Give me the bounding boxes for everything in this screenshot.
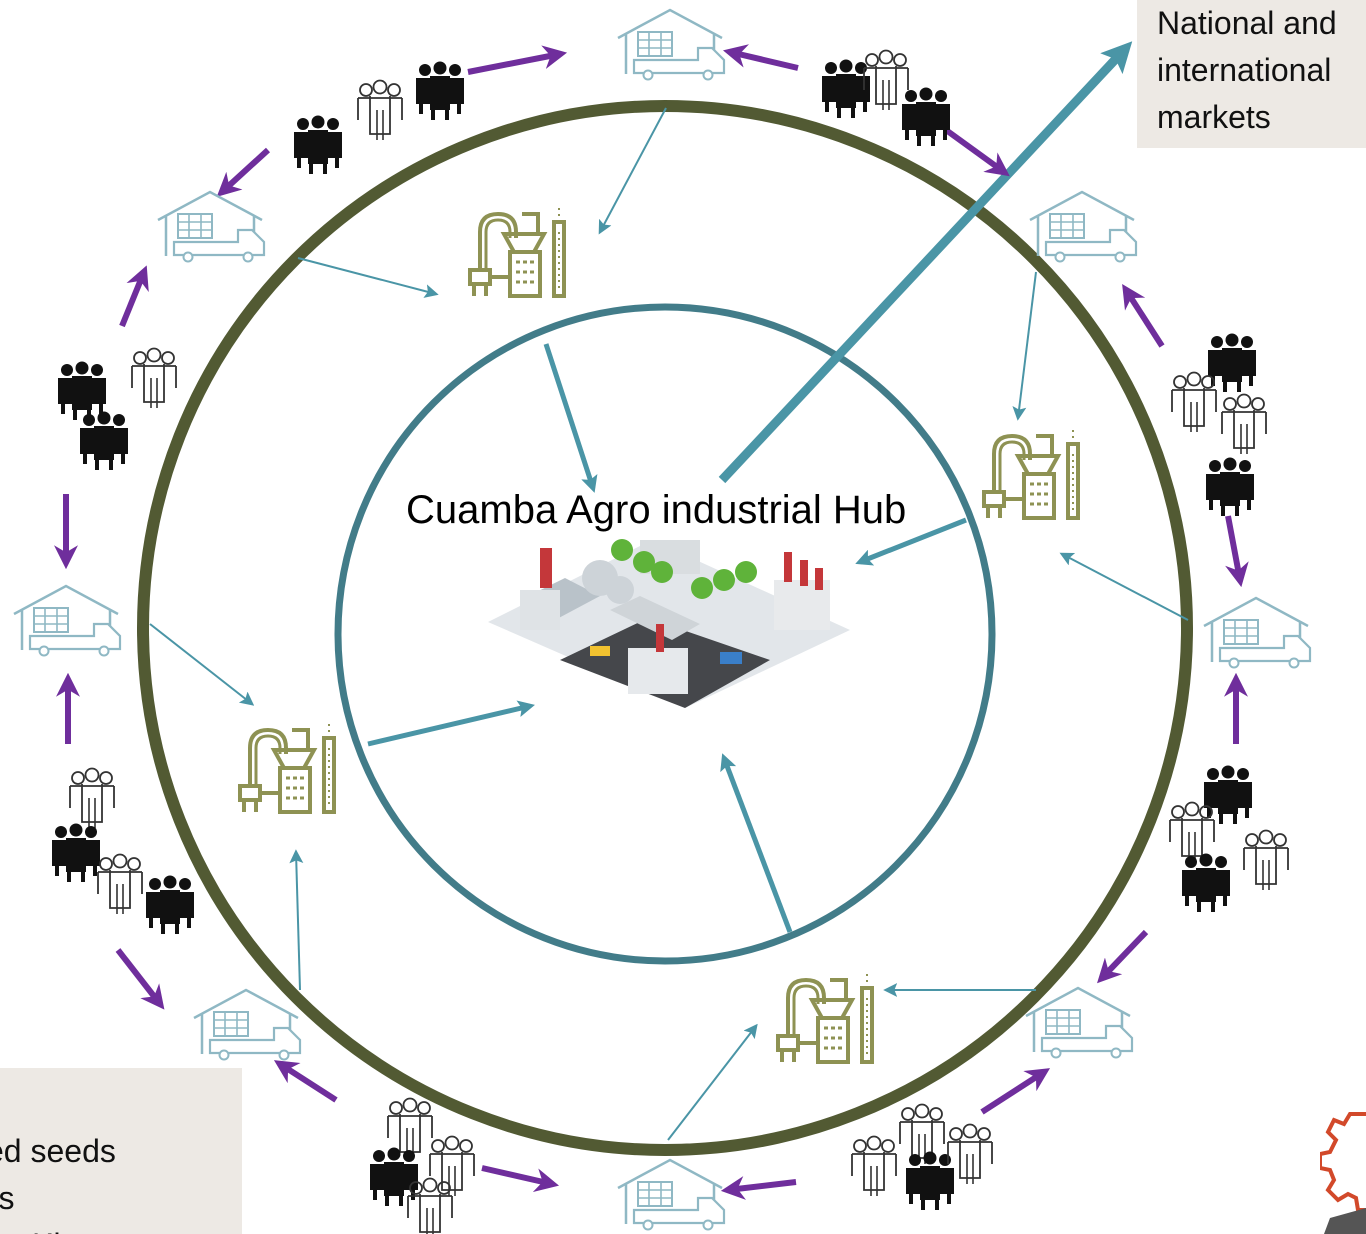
farmer-group-outline-icon [947, 1123, 993, 1185]
farmer-flow-arrow [980, 1068, 1051, 1115]
farmer-group-icon [50, 821, 102, 884]
markets-note-line: international [1157, 52, 1332, 88]
hub-title: Cuamba Agro industrial Hub [406, 488, 907, 532]
farmer-group-outline-icon [97, 853, 143, 915]
markets-note: National and international markets [1137, 0, 1366, 148]
farmer-group-icon [56, 359, 108, 422]
flow-to-hub-arrow [855, 517, 967, 566]
agro-processing-plant-icon [982, 428, 1080, 520]
industrial-city-icon [488, 539, 850, 708]
farmer-flow-arrow [1122, 283, 1165, 348]
farmer-group-icon [292, 113, 344, 176]
farmer-group-icon [78, 409, 130, 472]
markets-note-line: markets [1157, 99, 1271, 135]
warehouse-to-processor-arrow [149, 623, 255, 706]
flow-to-hub-arrow [367, 700, 535, 747]
farmer-flow-arrow [720, 1176, 797, 1200]
farmer-group-icon [900, 85, 952, 148]
farmer-group-outline-icon [1171, 371, 1217, 433]
warehouse-truck-icon [192, 988, 302, 1061]
farmer-group-outline-icon [1243, 829, 1289, 891]
warehouse-to-processor-arrow [598, 107, 667, 235]
farmer-group-outline-icon [69, 767, 115, 829]
warehouse-truck-icon [156, 190, 266, 263]
inputs-note-line: Kh [0, 1222, 116, 1234]
flow-to-hub-arrow [543, 343, 598, 493]
agro-processing-plant-icon [468, 206, 566, 298]
hub-inner-ring [334, 303, 996, 965]
farmer-group-outline-icon [851, 1135, 897, 1197]
warehouse-to-processor-arrow [667, 1023, 758, 1141]
farmer-group-outline-icon [899, 1103, 945, 1165]
inputs-note: ved seeds ers Kh [0, 1068, 242, 1234]
farmer-group-icon [414, 59, 466, 122]
farmer-group-outline-icon [863, 49, 909, 111]
farmer-group-icon [368, 1145, 420, 1208]
farmer-flow-arrow [722, 44, 799, 71]
farmer-flow-arrow [119, 265, 149, 328]
farmer-group-outline-icon [357, 79, 403, 141]
farmer-group-icon [820, 57, 872, 120]
warehouse-truck-icon [12, 584, 122, 657]
farmer-group-icon [144, 873, 196, 936]
farmer-group-icon [1206, 331, 1258, 394]
warehouse-to-processor-arrow [297, 257, 439, 298]
farmer-group-icon [1204, 455, 1256, 518]
gear-logo-icon [1320, 1112, 1366, 1234]
flow-to-hub-arrow [720, 753, 793, 933]
warehouse-truck-icon [1028, 190, 1138, 263]
warehouse-truck-icon [1024, 986, 1134, 1059]
warehouse-to-processor-arrow [1012, 271, 1037, 421]
warehouse-to-processor-arrow [1059, 552, 1189, 621]
farmer-flow-arrow [1097, 929, 1149, 984]
agro-processing-plant-icon [238, 722, 336, 814]
agro-processing-plant-icon [776, 972, 874, 1064]
farmer-group-outline-icon [1221, 393, 1267, 455]
warehouse-truck-icon [1202, 596, 1312, 669]
export-arrow [718, 41, 1133, 484]
farmer-flow-arrow [216, 147, 271, 197]
warehouse-truck-icon [616, 1158, 726, 1231]
warehouse-to-processor-arrow [289, 849, 304, 991]
farmer-group-outline-icon [131, 347, 177, 409]
farmer-flow-arrow [481, 1165, 560, 1192]
farmer-flow-arrow [467, 45, 568, 75]
farmer-flow-arrow [115, 948, 165, 1010]
value-chain-outer-ring [137, 100, 1193, 1156]
warehouse-truck-icon [616, 8, 726, 81]
farmer-group-icon [904, 1149, 956, 1212]
farmer-flow-arrow [273, 1060, 338, 1103]
farmer-flow-arrow [944, 127, 1010, 177]
farmer-group-icon [1180, 851, 1232, 914]
inputs-note-line: ers [0, 1180, 15, 1216]
markets-note-line: National and [1157, 5, 1337, 41]
farmer-flow-arrow [1225, 515, 1249, 588]
inputs-note-line: ved seeds [0, 1133, 116, 1169]
